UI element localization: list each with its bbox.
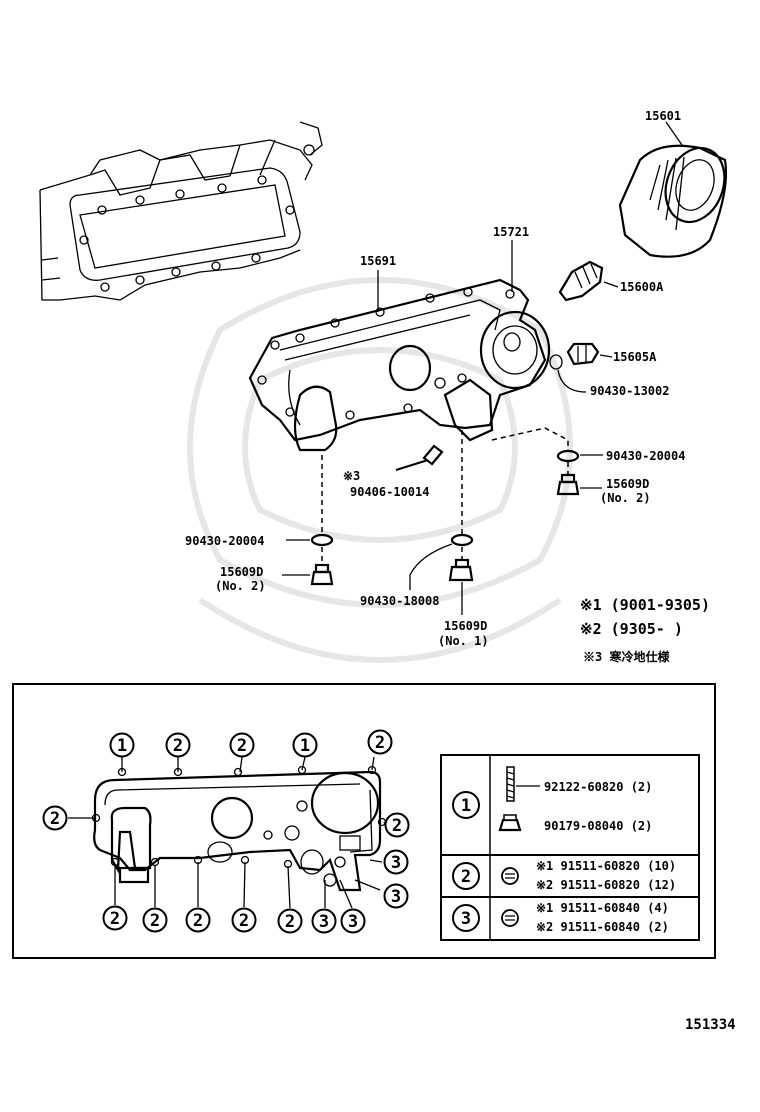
bolt-table-row-2-item-2: ※2 91511-60820 (12) — [536, 878, 676, 892]
svg-text:2: 2 — [110, 909, 120, 929]
oil-filter — [618, 121, 728, 258]
callout-leaders — [68, 756, 386, 909]
svg-text:3: 3 — [391, 853, 401, 873]
callouts-bottom: 2 2 2 2 2 3 3 — [102, 905, 366, 934]
bolt-head-icon — [501, 867, 519, 885]
bolt-head-icon — [501, 909, 519, 927]
label-15609D-center-sub: (No. 1) — [438, 634, 489, 648]
gasket-left — [310, 533, 334, 547]
legend-note-1: ※1 (9001-9305) — [580, 596, 710, 614]
plug-15609D-left — [310, 563, 334, 586]
fitting-15600A — [558, 260, 604, 302]
bolt-table-row-3-item-2: ※2 91511-60840 (2) — [536, 920, 669, 934]
callout-bottom-6: 3 — [311, 908, 337, 934]
label-90406-10014: 90406-10014 — [350, 485, 429, 499]
svg-text:1: 1 — [300, 736, 310, 756]
bolt-table-row-2-item-1: ※1 91511-60820 (10) — [536, 859, 676, 873]
callout-bottom-2: 2 — [142, 907, 168, 933]
bolt-table: 1 92122-60820 (2) 90179-08040 (2) 2 ※1 9… — [440, 754, 700, 941]
plug-15609D-center — [448, 558, 474, 582]
svg-text:2: 2 — [375, 733, 385, 753]
label-90430-18008: 90430-18008 — [360, 594, 439, 608]
callout-bottom-5: 2 — [277, 908, 303, 934]
svg-text:2: 2 — [150, 911, 160, 931]
callout-top-3: 2 — [229, 732, 255, 758]
gasket-center — [450, 533, 474, 547]
bolt-90406-10014 — [395, 444, 444, 472]
callout-right-3: 3 — [383, 883, 409, 909]
bolt-table-row-2: 2 ※1 91511-60820 (10) ※2 91511-60820 (12… — [452, 859, 676, 892]
svg-text:2: 2 — [193, 911, 203, 931]
legend-note-2: ※2 (9305- ) — [580, 620, 683, 638]
oil-cooler-body — [248, 278, 551, 452]
illustration-number: 151334 — [685, 1017, 736, 1033]
label-90430-13002: 90430-13002 — [590, 384, 669, 398]
watermark — [187, 277, 573, 663]
callout-top-1: 1 — [109, 732, 135, 758]
bolt-table-row-3-item-1: ※1 91511-60840 (4) — [536, 901, 669, 915]
svg-text:2: 2 — [173, 736, 183, 756]
svg-text:3: 3 — [391, 887, 401, 907]
callout-bottom-1: 2 — [102, 905, 128, 931]
bolt-table-row-3: 3 ※1 91511-60840 (4) ※2 91511-60840 (2) — [452, 901, 669, 934]
label-15609D-right-sub: (No. 2) — [600, 491, 651, 505]
label-15601: 15601 — [645, 109, 681, 123]
label-15691: 15691 — [360, 254, 396, 268]
legend-note-3: ※3 寒冷地仕様 — [583, 649, 670, 664]
svg-text:3: 3 — [319, 912, 329, 932]
callout-top-5: 2 — [367, 729, 393, 755]
callouts-top: 1 2 2 1 2 — [109, 729, 393, 758]
callout-bottom-7: 3 — [340, 908, 366, 934]
plug-15609D-right — [556, 473, 580, 496]
bolt-table-row-1-item-2: 90179-08040 (2) — [544, 819, 652, 833]
callout-right-1: 2 — [384, 812, 410, 838]
label-15600A: 15600A — [620, 280, 664, 294]
gasket-right — [556, 449, 580, 463]
svg-text:2: 2 — [239, 911, 249, 931]
callout-left-1: 2 — [42, 805, 68, 831]
bolt-table-row-1: 1 92122-60820 (2) 90179-08040 (2) — [452, 766, 652, 833]
callout-top-4: 1 — [292, 732, 318, 758]
svg-text:3: 3 — [461, 909, 471, 929]
label-15609D-left: 15609D — [220, 565, 263, 579]
svg-text:2: 2 — [392, 816, 402, 836]
stud-bolt-icon — [506, 766, 515, 802]
label-90430-20004-left: 90430-20004 — [185, 534, 264, 548]
cooler-outline-bottom — [91, 765, 387, 892]
bolt-table-row-1-item-1: 92122-60820 (2) — [544, 780, 652, 794]
bolt-location-frame — [12, 683, 716, 959]
callouts-right: 2 3 3 — [383, 812, 410, 909]
callout-right-2: 3 — [383, 849, 409, 875]
label-15605A: 15605A — [613, 350, 657, 364]
label-15609D-left-sub: (No. 2) — [215, 579, 266, 593]
note3-marker: ※3 — [343, 469, 360, 483]
callout-top-2: 2 — [165, 732, 191, 758]
svg-text:2: 2 — [285, 912, 295, 932]
label-15609D-right: 15609D — [606, 477, 649, 491]
nut-icon — [498, 814, 522, 832]
svg-text:2: 2 — [461, 867, 471, 887]
label-15609D-center: 15609D — [444, 619, 487, 633]
svg-text:2: 2 — [50, 809, 60, 829]
label-90430-20004-right: 90430-20004 — [606, 449, 685, 463]
svg-text:2: 2 — [237, 736, 247, 756]
fitting-15605A — [549, 342, 600, 370]
callouts-left: 2 — [42, 805, 68, 831]
callout-bottom-3: 2 — [185, 907, 211, 933]
svg-text:3: 3 — [348, 912, 358, 932]
engine-block-outline — [39, 121, 323, 301]
label-15721: 15721 — [493, 225, 529, 239]
callout-bottom-4: 2 — [231, 907, 257, 933]
svg-text:1: 1 — [461, 796, 471, 816]
svg-text:1: 1 — [117, 736, 127, 756]
